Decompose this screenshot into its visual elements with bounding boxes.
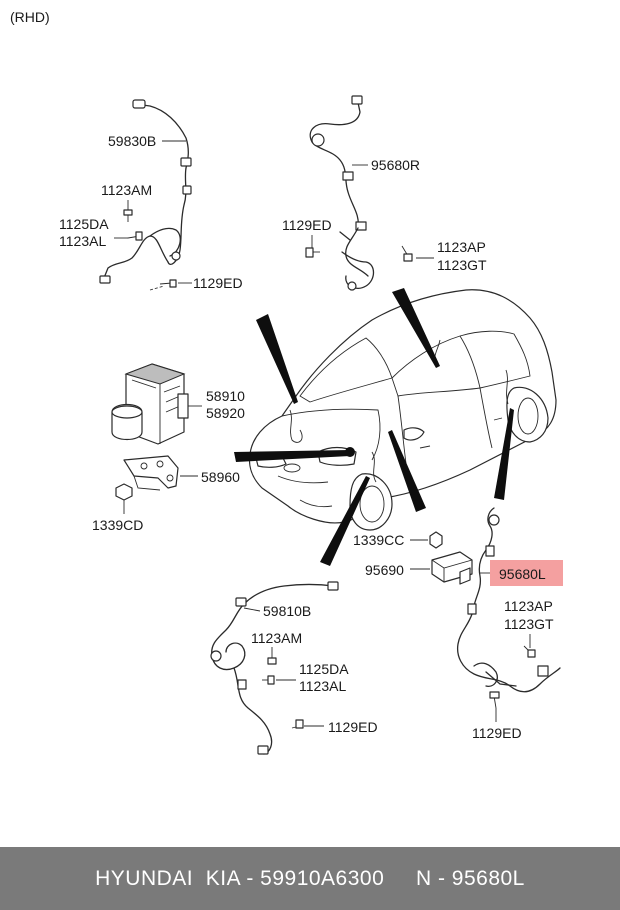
label-95680L: 95680L xyxy=(499,566,546,582)
wheel-sensor-cable-59810B xyxy=(210,581,339,755)
label-1123AP-bot: 1123AP xyxy=(504,598,553,614)
label-1129ED-topmid: 1129ED xyxy=(282,217,332,233)
label-1123AM-bot: 1123AM xyxy=(251,630,302,646)
wheel-sensor-95680R xyxy=(309,95,375,291)
label-1123AL-bot: 1123AL xyxy=(299,678,346,694)
abs-module-58910 xyxy=(111,363,189,445)
footer-part-numbers: HYUNDAI KIA - 59910A6300 N - 95680L xyxy=(95,866,525,890)
bolt-1129ED-topleft xyxy=(149,279,177,291)
sensor-95690 xyxy=(431,551,473,585)
bolt-1129ED-topmid xyxy=(305,247,320,258)
highlight-box-95680L xyxy=(490,560,563,586)
label-95690: 95690 xyxy=(365,562,404,578)
label-59830B: 59830B xyxy=(108,133,156,149)
label-58920: 58920 xyxy=(206,405,245,421)
label-58910: 58910 xyxy=(206,388,245,404)
bolt-1129ED-botleft xyxy=(291,719,304,729)
rhd-label: (RHD) xyxy=(10,9,50,25)
label-1129ED-botleft: 1129ED xyxy=(328,719,378,735)
bolt-1123AM-top xyxy=(123,209,133,222)
vehicle-body xyxy=(248,289,557,531)
label-1123GT-top: 1123GT xyxy=(437,257,487,273)
bolt-1123AM-bot xyxy=(267,650,277,665)
bolt-1123AP-bot xyxy=(523,645,536,658)
label-1123AM-top: 1123AM xyxy=(101,182,152,198)
wheel-sensor-95680L xyxy=(456,507,561,693)
label-1129ED-botright: 1129ED xyxy=(472,725,522,741)
label-58960: 58960 xyxy=(201,469,240,485)
bolt-1125DA-bot xyxy=(262,675,275,685)
nut-1339CD xyxy=(115,483,133,501)
wheel-sensor-cable-59830B xyxy=(99,99,192,284)
footer-bar: HYUNDAI KIA - 59910A6300 N - 95680L xyxy=(0,847,620,910)
label-1123AL-top: 1123AL xyxy=(59,233,106,249)
label-1129ED-topleft: 1129ED xyxy=(193,275,243,291)
callout-wedges xyxy=(234,288,514,566)
bolt-1125DA-top xyxy=(127,231,143,241)
label-1339CD: 1339CD xyxy=(92,517,143,533)
label-95680R: 95680R xyxy=(371,157,420,173)
bolt-1123AP-top xyxy=(401,245,413,262)
label-59810B: 59810B xyxy=(263,603,311,619)
bracket-58960 xyxy=(123,455,179,491)
label-1123GT-bot: 1123GT xyxy=(504,616,554,632)
label-1125DA-bot: 1125DA xyxy=(299,661,349,677)
label-1125DA-top: 1125DA xyxy=(59,216,109,232)
label-1123AP-top: 1123AP xyxy=(437,239,486,255)
label-1339CC: 1339CC xyxy=(353,532,404,548)
bolt-1129ED-botright xyxy=(489,691,500,709)
nut-1339CC xyxy=(429,531,443,549)
